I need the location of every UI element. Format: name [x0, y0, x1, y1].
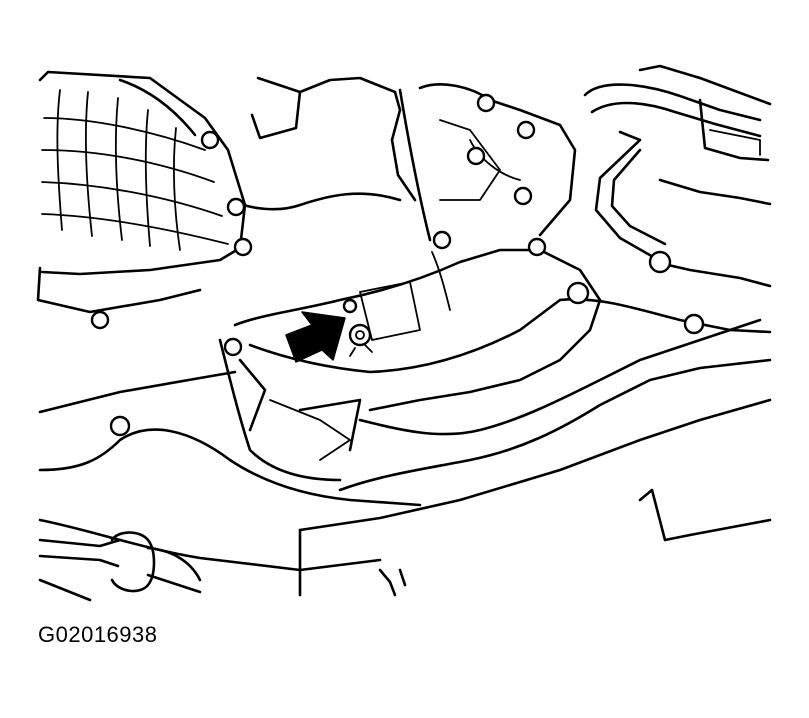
oil-pan	[36, 70, 247, 314]
drain-plug	[342, 298, 373, 357]
pointer-arrow	[285, 311, 346, 363]
engine-block	[230, 76, 577, 242]
crossmember	[38, 298, 772, 597]
suspension-arm	[38, 531, 202, 602]
figure-id-label: G02016938	[38, 622, 158, 647]
exhaust-pipe	[583, 64, 772, 288]
transmission-case	[218, 248, 602, 482]
bolt-heads	[90, 93, 705, 437]
